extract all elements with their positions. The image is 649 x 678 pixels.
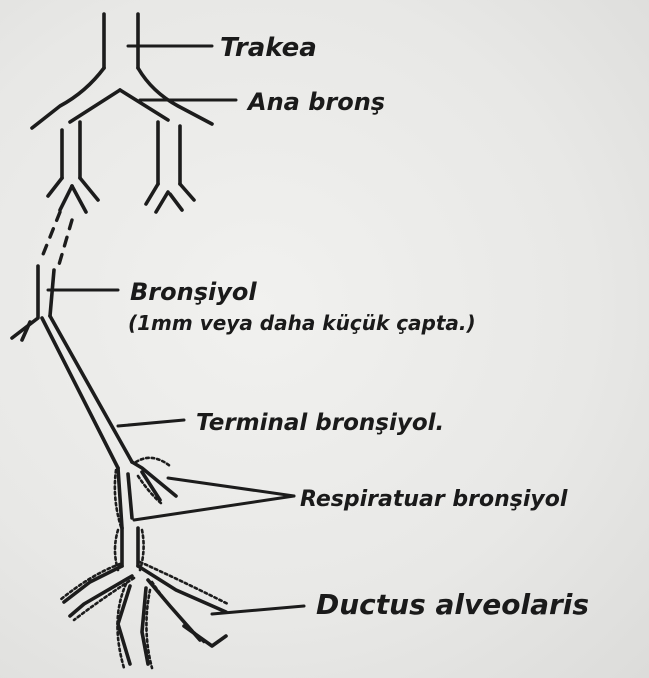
trachea <box>104 14 138 68</box>
dashed-continuation <box>40 212 72 268</box>
label-bronsiyol-note: (1mm veya daha küçük çapta.) <box>128 311 476 335</box>
secondary-bronchi <box>48 122 194 212</box>
label-trakea: Trakea <box>220 33 317 63</box>
ductus-alveolaris <box>60 528 228 668</box>
label-ductus: Ductus alveolaris <box>316 588 589 621</box>
bronchiole <box>12 266 132 468</box>
label-respiratuar: Respiratuar bronşiyol <box>300 487 568 512</box>
main-bronchi <box>32 68 212 128</box>
label-ana-bronx: Ana bronş <box>246 88 385 116</box>
label-bronsiyol: Bronşiyol <box>130 278 257 306</box>
label-terminal: Terminal bronşiyol. <box>196 410 444 436</box>
